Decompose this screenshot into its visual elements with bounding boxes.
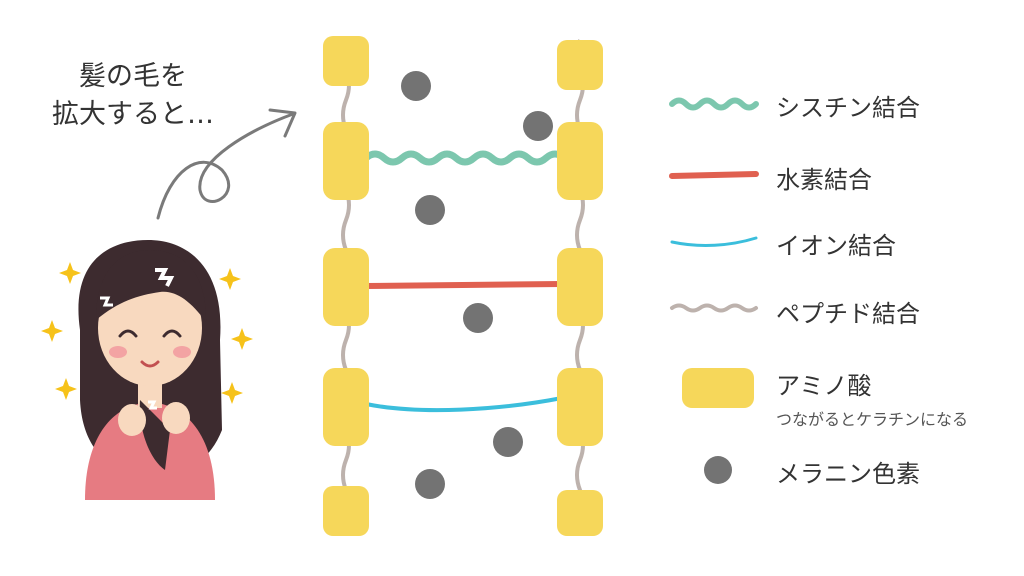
hydrogen-bond [363,281,565,289]
arrow-icon [156,112,295,220]
legend-label-cystine: シスチン結合 [776,94,920,122]
legend-swatch-melanin [704,456,732,484]
caption-line-2: 拡大すると… [52,99,214,130]
caption-line-1: 髪の毛を [79,61,187,92]
legend-label-hydrogen: 水素結合 [776,166,872,194]
legend-label-peptide: ペプチド結合 [776,300,920,328]
amino-acid-blocks [323,36,603,536]
arrow-head [268,108,297,138]
zoom-caption: 髪の毛を 拡大すると… [18,58,248,134]
legend-label-amino: アミノ酸 [776,372,872,400]
melanin-granules [401,71,553,499]
legend-label-melanin: メラニン色素 [776,460,920,488]
legend-swatch-cystine [669,97,759,111]
legend-label-ionic: イオン結合 [776,232,896,260]
legend-swatch-peptide [670,303,758,313]
sparkle-icon [41,262,253,404]
legend-swatch-ionic [670,236,758,247]
cystine-bond [362,150,568,166]
legend-swatch-hydrogen [669,171,759,179]
legend-swatch-amino [682,368,754,408]
ionic-bond [364,396,564,413]
girl-illustration [78,240,222,500]
legend-sublabel-amino: つながるとケラチンになる [776,410,969,429]
